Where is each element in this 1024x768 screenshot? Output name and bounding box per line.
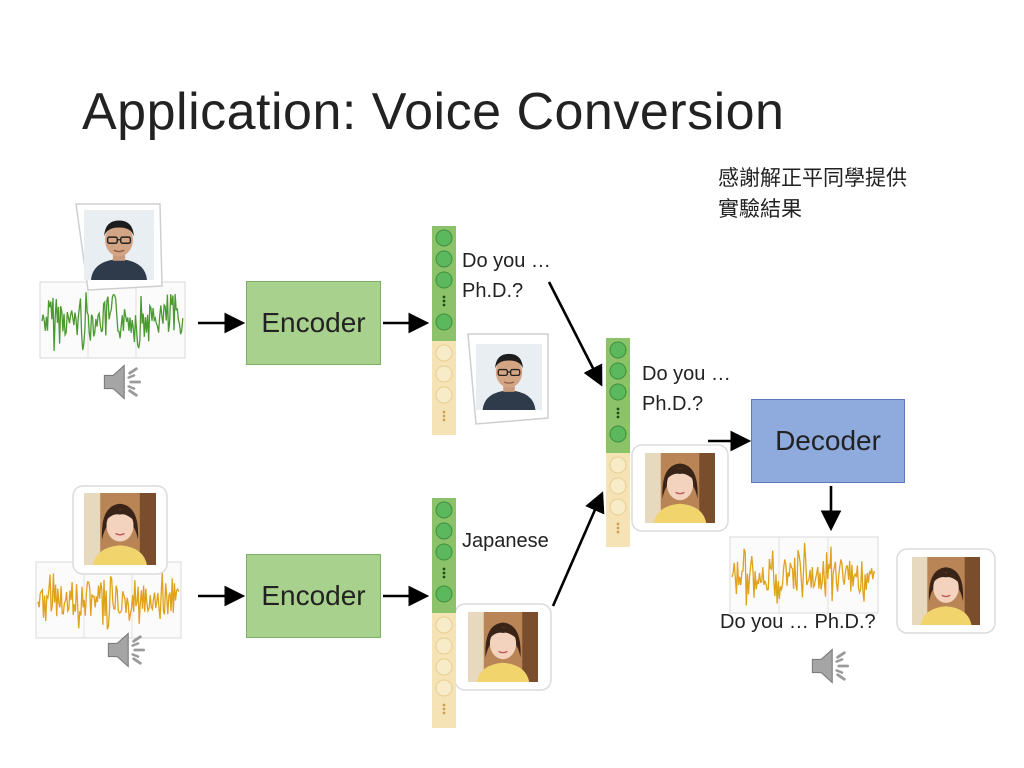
code-unit	[435, 344, 453, 362]
photo-card-woman-output	[896, 548, 996, 634]
latent-code-column-top	[432, 226, 456, 435]
latent-code-column-bottom	[432, 498, 456, 728]
code-unit	[435, 616, 453, 634]
waveform-top-panel	[39, 281, 186, 359]
ellipsis-dot	[616, 411, 620, 415]
code-unit	[435, 229, 453, 247]
ellipsis-dot	[616, 407, 620, 411]
ellipsis-dot	[616, 522, 620, 526]
latent-code-column-merged	[606, 338, 630, 547]
speaker-icon	[102, 364, 142, 400]
credit-note: 感謝解正平同學提供 實驗結果	[718, 163, 958, 225]
ellipsis-dot	[442, 303, 446, 307]
speech-waveform-orange	[37, 571, 180, 630]
code-unit	[435, 386, 453, 404]
photo-card-woman-merged	[631, 444, 729, 532]
code-unit	[435, 637, 453, 655]
caption-bottom-content: Japanese	[462, 530, 549, 552]
photo-card-man-code	[467, 333, 549, 425]
code-unit	[609, 341, 627, 359]
photo-card-woman-input	[72, 485, 168, 575]
photo-card-man-input	[75, 203, 163, 291]
photo-card-woman-code	[454, 603, 552, 691]
code-unit	[609, 456, 627, 474]
encoder-box-bottom: Encoder	[246, 554, 381, 638]
encoder-label: Encoder	[261, 580, 366, 611]
ellipsis-dot	[616, 530, 620, 534]
ellipsis-dot	[442, 418, 446, 422]
ellipsis-dot	[442, 567, 446, 571]
ellipsis-dot	[442, 295, 446, 299]
ellipsis-dot	[442, 711, 446, 715]
ellipsis-dot	[442, 575, 446, 579]
credit-line-1: 感謝解正平同學提供	[718, 166, 907, 190]
code-unit	[435, 658, 453, 676]
code-unit	[609, 383, 627, 401]
encoder-label: Encoder	[261, 307, 366, 338]
code-unit	[435, 522, 453, 540]
ellipsis-dot	[442, 703, 446, 707]
code-unit	[435, 313, 453, 331]
ellipsis-dot	[616, 526, 620, 530]
ellipsis-dot	[442, 410, 446, 414]
code-unit	[435, 679, 453, 697]
speech-waveform-green	[41, 292, 184, 351]
credit-line-2: 實驗結果	[718, 197, 802, 221]
code-unit	[609, 498, 627, 516]
ellipsis-dot	[616, 415, 620, 419]
code-unit	[435, 543, 453, 561]
decoder-box: Decoder	[751, 399, 905, 483]
ellipsis-dot	[442, 571, 446, 575]
waveform-output-panel	[729, 536, 879, 614]
speech-waveform-output	[731, 542, 876, 606]
code-unit	[609, 425, 627, 443]
code-unit	[609, 477, 627, 495]
slide-title: Application: Voice Conversion	[82, 83, 785, 141]
caption-top-content: Do you … Ph.D.?	[462, 250, 551, 302]
speaker-icon	[810, 648, 850, 684]
caption-output: Do you … Ph.D.?	[720, 611, 876, 633]
arrow-speaker-to-merge	[551, 491, 605, 607]
code-unit	[435, 365, 453, 383]
code-unit	[435, 585, 453, 603]
caption-merged-content: Do you … Ph.D.?	[642, 363, 731, 415]
ellipsis-dot	[442, 299, 446, 303]
code-unit	[435, 271, 453, 289]
ellipsis-dot	[442, 707, 446, 711]
arrow-content-to-merge	[547, 281, 603, 387]
ellipsis-dot	[442, 414, 446, 418]
code-unit	[609, 362, 627, 380]
code-unit	[435, 501, 453, 519]
decoder-label: Decoder	[775, 425, 881, 456]
encoder-box-top: Encoder	[246, 281, 381, 365]
code-unit	[435, 250, 453, 268]
